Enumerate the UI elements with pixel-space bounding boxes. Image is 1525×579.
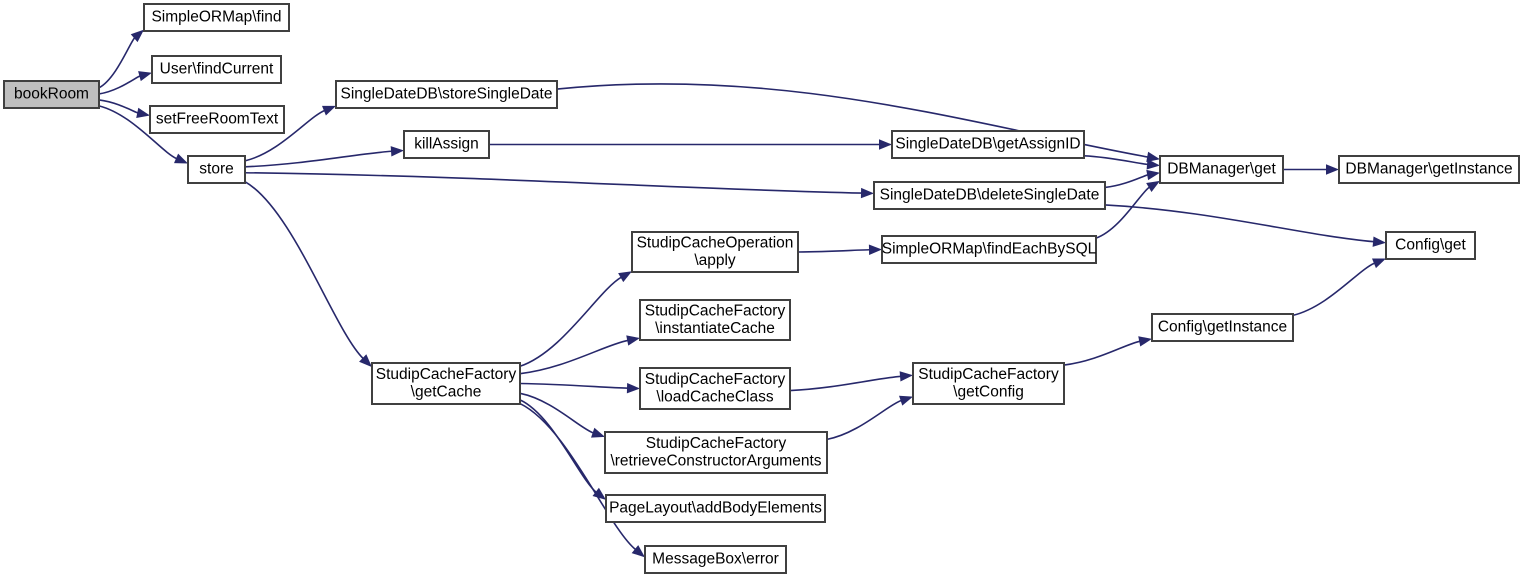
edge-arrowhead bbox=[626, 335, 640, 346]
call-edge bbox=[519, 276, 622, 368]
graph-node-dbmanager_getinstance[interactable]: DBManager\getInstance bbox=[1338, 155, 1520, 184]
edge-arrowhead bbox=[1138, 336, 1152, 347]
node-box[interactable] bbox=[3, 80, 100, 109]
graph-node-cacheoperation_apply[interactable]: StudipCacheOperation\apply bbox=[631, 231, 799, 273]
graph-node-findeachbysql[interactable]: SimpleORMap\findEachBySQL bbox=[881, 235, 1097, 264]
call-edge bbox=[98, 36, 136, 89]
edge-arrowhead bbox=[130, 29, 144, 43]
edge-arrowhead bbox=[618, 271, 632, 283]
call-edge bbox=[1095, 186, 1151, 239]
node-box[interactable] bbox=[1151, 313, 1294, 342]
call-edge bbox=[1063, 340, 1141, 366]
node-box[interactable] bbox=[891, 130, 1085, 159]
edge-arrowhead bbox=[1326, 164, 1339, 175]
call-edge bbox=[1292, 262, 1376, 317]
node-box[interactable] bbox=[151, 55, 282, 84]
edge-arrowhead bbox=[899, 371, 913, 382]
graph-node-instantiatecache[interactable]: StudipCacheFactory\instantiateCache bbox=[639, 299, 791, 341]
edge-arrowhead bbox=[322, 105, 336, 116]
graph-node-simpleormap_find[interactable]: SimpleORMap\find bbox=[143, 3, 290, 32]
edge-arrowhead bbox=[136, 107, 150, 118]
edge-arrowhead bbox=[879, 139, 892, 150]
graph-node-storesingledate[interactable]: SingleDateDB\storeSingleDate bbox=[335, 80, 558, 109]
node-box[interactable] bbox=[644, 545, 787, 574]
node-box[interactable] bbox=[873, 181, 1106, 210]
edge-arrowhead bbox=[899, 395, 913, 406]
call-edge bbox=[244, 150, 393, 168]
call-edge bbox=[1104, 204, 1375, 243]
node-box[interactable] bbox=[335, 80, 558, 109]
call-edge bbox=[519, 399, 598, 494]
graph-node-loadcacheclass[interactable]: StudipCacheFactory\loadCacheClass bbox=[639, 367, 791, 410]
node-box[interactable] bbox=[881, 235, 1097, 264]
graph-node-retrieveconstructorargs[interactable]: StudipCacheFactory\retrieveConstructorAr… bbox=[604, 431, 828, 474]
call-edge bbox=[98, 75, 141, 95]
graph-node-killassign[interactable]: killAssign bbox=[403, 130, 490, 159]
node-box[interactable] bbox=[403, 130, 490, 159]
graph-node-config_get[interactable]: Config\get bbox=[1385, 231, 1476, 260]
call-edge bbox=[797, 248, 871, 253]
graph-node-getconfig[interactable]: StudipCacheFactory\getConfig bbox=[912, 362, 1065, 405]
edge-arrowhead bbox=[868, 244, 882, 255]
call-edge bbox=[789, 375, 902, 392]
graph-node-setfreeroomtext[interactable]: setFreeRoomText bbox=[149, 105, 285, 134]
graph-node-config_getinstance[interactable]: Config\getInstance bbox=[1151, 313, 1294, 342]
graph-node-getassignid[interactable]: SingleDateDB\getAssignID bbox=[891, 130, 1085, 159]
node-box[interactable] bbox=[912, 362, 1065, 405]
edge-arrowhead bbox=[592, 487, 606, 500]
node-box[interactable] bbox=[605, 494, 826, 523]
call-edge bbox=[519, 339, 629, 375]
edge-arrowhead bbox=[1372, 236, 1386, 247]
edge-arrowhead bbox=[390, 146, 404, 157]
call-edge bbox=[826, 399, 902, 441]
node-box[interactable] bbox=[1385, 231, 1476, 260]
node-box[interactable] bbox=[371, 362, 521, 405]
node-box[interactable] bbox=[639, 367, 791, 410]
edge-arrowhead bbox=[631, 545, 645, 558]
edge-arrowhead bbox=[1146, 151, 1160, 163]
edge-arrowhead bbox=[1146, 169, 1160, 181]
edge-layer bbox=[98, 29, 1386, 558]
edge-arrowhead bbox=[1372, 258, 1386, 269]
graph-node-getcache[interactable]: StudipCacheFactory\getCache bbox=[371, 362, 521, 405]
edge-arrowhead bbox=[138, 71, 152, 82]
graph-node-user_findcurrent[interactable]: User\findCurrent bbox=[151, 55, 282, 84]
call-edge bbox=[519, 392, 594, 434]
edge-arrowhead bbox=[359, 354, 372, 368]
edge-arrowhead bbox=[174, 153, 188, 164]
edge-arrowhead bbox=[626, 382, 640, 394]
graph-node-dbmanager_get[interactable]: DBManager\get bbox=[1159, 155, 1284, 184]
node-box[interactable] bbox=[187, 155, 246, 184]
node-box[interactable] bbox=[631, 231, 799, 273]
node-box[interactable] bbox=[604, 431, 828, 474]
call-edge bbox=[98, 99, 139, 114]
call-edge bbox=[1083, 155, 1149, 166]
node-layer: bookRoom SimpleORMap\findUser\findCurrent… bbox=[3, 3, 1520, 574]
edge-arrowhead bbox=[1146, 180, 1160, 192]
graph-node-deletesingledate[interactable]: SingleDateDB\deleteSingleDate bbox=[873, 181, 1106, 210]
node-box[interactable] bbox=[1159, 155, 1284, 184]
graph-node-messagebox_error[interactable]: MessageBox\error bbox=[644, 545, 787, 574]
call-edge bbox=[519, 402, 637, 551]
call-edge bbox=[98, 105, 178, 160]
edge-arrowhead bbox=[860, 187, 874, 199]
node-box[interactable] bbox=[1338, 155, 1520, 184]
call-edge bbox=[1104, 174, 1149, 189]
call-edge bbox=[244, 171, 863, 194]
node-box[interactable] bbox=[639, 299, 791, 341]
call-edge bbox=[244, 109, 326, 162]
edge-arrowhead bbox=[591, 427, 605, 438]
call-edge bbox=[244, 180, 364, 360]
graph-node-store[interactable]: store bbox=[187, 155, 246, 184]
node-box[interactable] bbox=[149, 105, 285, 134]
node-box[interactable] bbox=[143, 3, 290, 32]
graph-node-addbodyelements[interactable]: PageLayout\addBodyElements bbox=[605, 494, 826, 523]
edge-arrowhead bbox=[1146, 159, 1160, 170]
call-edge bbox=[519, 382, 629, 389]
graph-node-bookRoom[interactable]: bookRoom bbox=[3, 80, 100, 109]
